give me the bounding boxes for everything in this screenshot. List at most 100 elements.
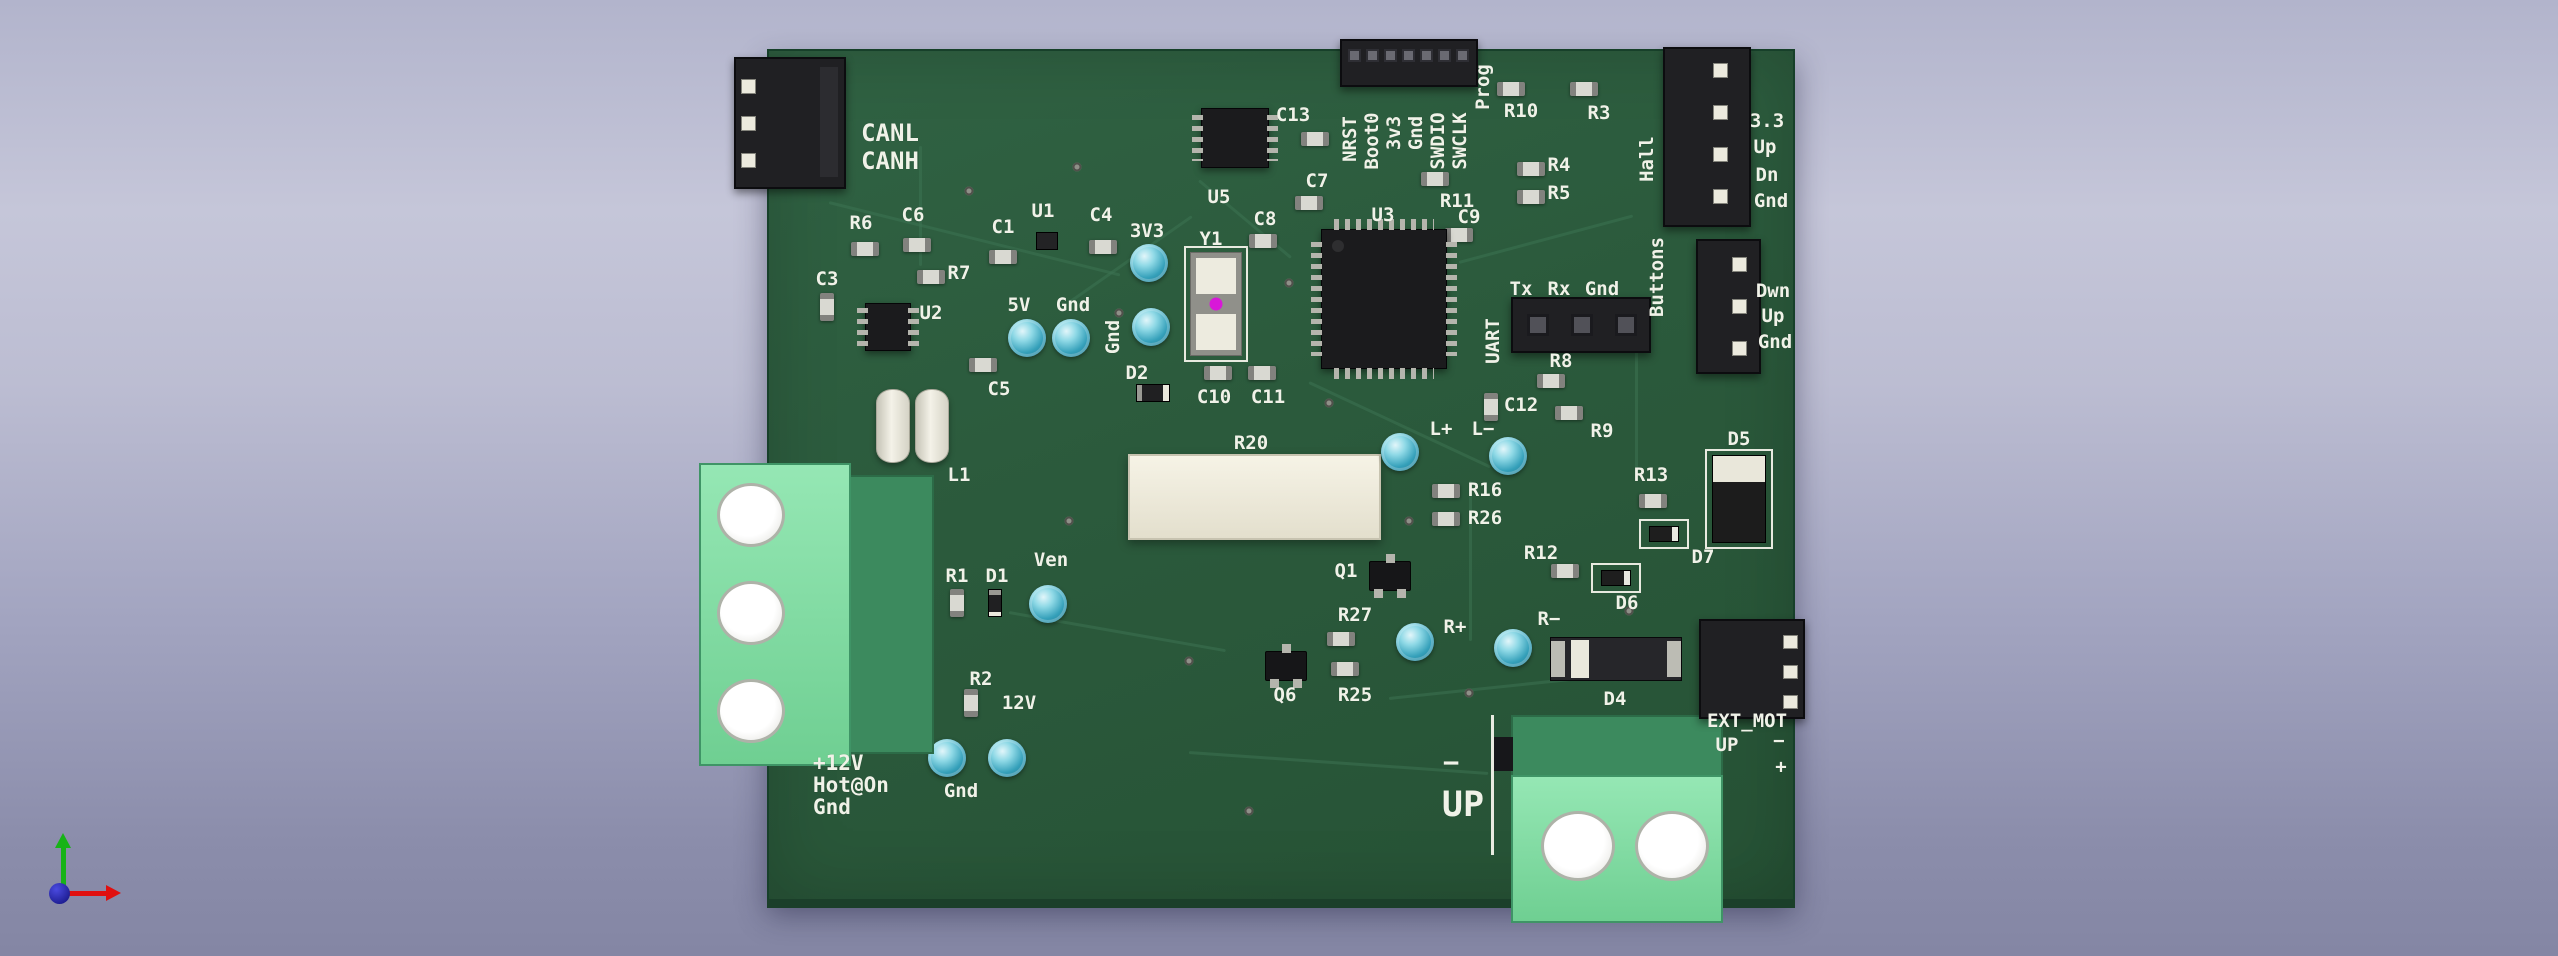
label-r1: R1	[945, 565, 969, 587]
label-r6: R6	[849, 212, 873, 234]
via	[1624, 606, 1634, 616]
connector-notch	[820, 67, 838, 177]
connector-pin	[1783, 665, 1798, 679]
label-gnd-pin: Gnd	[1405, 115, 1427, 151]
via	[1324, 398, 1334, 408]
label-c3: C3	[815, 268, 839, 290]
connector-pin	[741, 116, 756, 131]
copper-trace	[1458, 214, 1634, 264]
label-ext-minus: −	[1773, 730, 1785, 752]
label-r11: R11	[1439, 190, 1475, 212]
label-d6: D6	[1615, 592, 1639, 614]
resistor-r26	[1432, 512, 1460, 526]
ic-pins	[1334, 219, 1434, 230]
label-swdio: SWDIO	[1427, 112, 1449, 170]
label-c13: C13	[1275, 104, 1311, 126]
q1-transistor	[1369, 554, 1411, 598]
capacitor-l-minus	[1489, 437, 1527, 475]
capacitor-5v	[1008, 319, 1046, 357]
label-r2: R2	[969, 668, 993, 690]
label-nrst: NRST	[1339, 116, 1361, 162]
label-prog: Prog	[1472, 64, 1494, 110]
resistor-r4	[1517, 162, 1545, 176]
d4-band	[1571, 640, 1589, 678]
resistor-r3	[1570, 82, 1598, 96]
d2-diode	[1136, 384, 1170, 402]
capacitor-c7	[1295, 196, 1323, 210]
label-l-plus: L+	[1429, 418, 1453, 440]
header-pin	[1348, 49, 1361, 62]
u2-ic	[857, 303, 919, 351]
resistor-r11	[1421, 172, 1449, 186]
label-u1: U1	[1031, 200, 1055, 222]
resistor-r9	[1555, 406, 1583, 420]
terminal-body	[841, 475, 934, 754]
resistor-r25	[1331, 662, 1359, 676]
resistor-r7	[917, 270, 945, 284]
prog-header	[1340, 39, 1478, 87]
label-c1: C1	[991, 216, 1015, 238]
motor-terminal-block	[1511, 715, 1723, 923]
label-btn-up: Up	[1761, 305, 1785, 327]
label-mot-minus: −	[1442, 747, 1460, 779]
label-hall-dn: Dn	[1755, 164, 1779, 186]
d7-diode	[1649, 526, 1679, 542]
transistor-pin	[1282, 644, 1291, 653]
connector-pin	[1713, 147, 1728, 162]
resistor-r16	[1432, 484, 1460, 498]
header-socket	[1571, 314, 1593, 336]
label-c8: C8	[1253, 208, 1277, 230]
crystal-body-bottom	[1196, 314, 1236, 350]
label-c9: C9	[1457, 206, 1481, 228]
header-socket	[1527, 314, 1549, 336]
q6-transistor	[1265, 644, 1307, 688]
via	[1284, 278, 1294, 288]
label-3v3-pin: 3v3	[1383, 115, 1405, 151]
bulk-capacitor	[876, 389, 910, 463]
label-uart: UART	[1482, 318, 1504, 364]
terminal-screw	[717, 581, 785, 645]
label-btn-gnd: Gnd	[1757, 331, 1793, 353]
capacitor-r-minus	[1494, 629, 1532, 667]
transistor-pin	[1397, 589, 1406, 598]
hall-connector	[1663, 47, 1751, 227]
terminal-screw	[717, 679, 785, 743]
x-axis-icon	[68, 891, 106, 896]
y1-crystal	[1190, 252, 1242, 356]
capacitor-c11	[1248, 366, 1276, 380]
d4-diode	[1550, 637, 1682, 681]
capacitor-r-plus	[1396, 623, 1434, 661]
bulk-capacitor	[915, 389, 949, 463]
u3-microcontroller	[1311, 219, 1457, 379]
label-uart-gnd: Gnd	[1584, 278, 1620, 300]
label-12v: 12V	[1001, 692, 1037, 714]
transistor-pin	[1293, 679, 1302, 688]
header-pin	[1420, 49, 1433, 62]
connector-pin	[1783, 635, 1798, 649]
label-hall-33: 3.3	[1749, 110, 1785, 132]
label-tb-12v: +12V	[813, 751, 864, 775]
label-ven: Ven	[1033, 549, 1069, 571]
capacitor-gnd	[1132, 308, 1170, 346]
header-pin	[1384, 49, 1397, 62]
d6-outline	[1591, 563, 1641, 593]
terminal-pin	[1493, 737, 1513, 771]
label-l-minus: L−	[1471, 418, 1495, 440]
resistor-r8	[1537, 374, 1565, 388]
capacitor-gnd	[1052, 319, 1090, 357]
copper-trace	[1469, 481, 1472, 641]
label-gnd-vert: Gnd	[1102, 319, 1124, 355]
y-axis-icon	[61, 847, 66, 893]
label-d1: D1	[985, 565, 1009, 587]
label-hall-up: Up	[1753, 136, 1777, 158]
label-r3: R3	[1587, 102, 1611, 124]
via	[1064, 516, 1074, 526]
capacitor-12v	[988, 739, 1026, 777]
u1-regulator	[1036, 232, 1058, 250]
resistor-r27	[1327, 632, 1355, 646]
label-c10: C10	[1196, 386, 1232, 408]
resistor-r12	[1551, 564, 1579, 578]
label-r13: R13	[1633, 464, 1669, 486]
ic-pins	[857, 308, 868, 346]
